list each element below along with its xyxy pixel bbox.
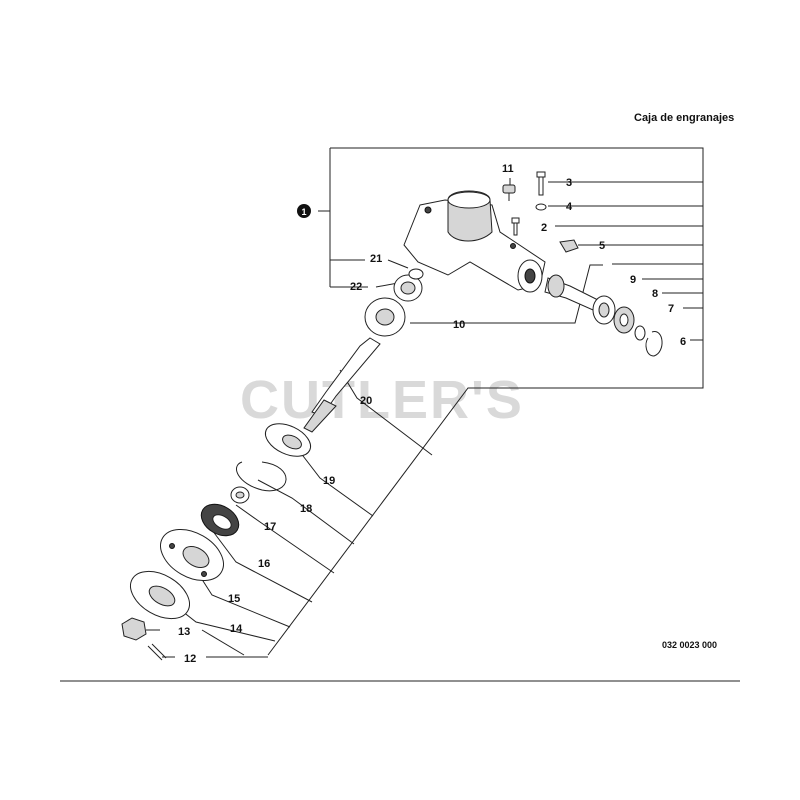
spacer-17 <box>230 486 250 504</box>
cup-14 <box>130 570 190 620</box>
callout-18: 18 <box>300 503 312 515</box>
drawing-code: 032 0023 000 <box>662 640 718 650</box>
bearing-22 <box>393 274 423 302</box>
callout-17: 17 <box>264 521 276 533</box>
callout-11: 11 <box>502 163 514 175</box>
callout-19: 19 <box>323 475 335 487</box>
callout-8: 8 <box>652 288 658 300</box>
callout-16: 16 <box>258 558 270 570</box>
bolt-11 <box>502 184 516 201</box>
callout-5: 5 <box>599 240 605 252</box>
bearing-9 <box>592 295 616 325</box>
callout-9: 9 <box>630 274 636 286</box>
callout-15: 15 <box>228 593 240 605</box>
svg-text:1: 1 <box>301 207 306 217</box>
callout-22: 22 <box>350 281 362 293</box>
circlip-6 <box>645 331 663 357</box>
watermark: CUTLER'S <box>240 370 524 430</box>
diagram-title: Caja de engranajes <box>634 112 735 124</box>
callout-14: 14 <box>230 623 243 635</box>
bevel-gear <box>364 297 406 337</box>
oil-seal-16 <box>200 503 240 537</box>
callout-10: 10 <box>453 319 465 331</box>
plug-5 <box>559 239 579 253</box>
callout-13: 13 <box>178 626 190 638</box>
callout-4: 4 <box>566 201 573 213</box>
bearing-8 <box>613 306 635 334</box>
cotter-pin-12 <box>147 643 167 661</box>
output-shaft <box>303 337 381 433</box>
callout-2: 2 <box>541 222 547 234</box>
pinion-shaft <box>544 274 599 311</box>
callout-12: 12 <box>184 653 196 665</box>
gearbox-housing <box>403 190 546 293</box>
washer-21 <box>408 268 424 280</box>
callout-21: 21 <box>370 253 382 265</box>
washer-4 <box>535 203 547 211</box>
ring-7 <box>634 325 646 341</box>
assembly-bracket <box>267 147 704 656</box>
callout-7: 7 <box>668 303 674 315</box>
holder-15 <box>160 528 224 582</box>
bearing-19 <box>264 423 312 457</box>
screw-2 <box>511 217 520 236</box>
screw-3 <box>536 171 546 196</box>
callout-1-marker: 1 <box>297 204 311 218</box>
callout-20: 20 <box>360 395 372 407</box>
circlip-18 <box>236 461 287 492</box>
nut-13 <box>121 617 147 641</box>
callout-6: 6 <box>680 336 686 348</box>
callout-3: 3 <box>566 177 572 189</box>
